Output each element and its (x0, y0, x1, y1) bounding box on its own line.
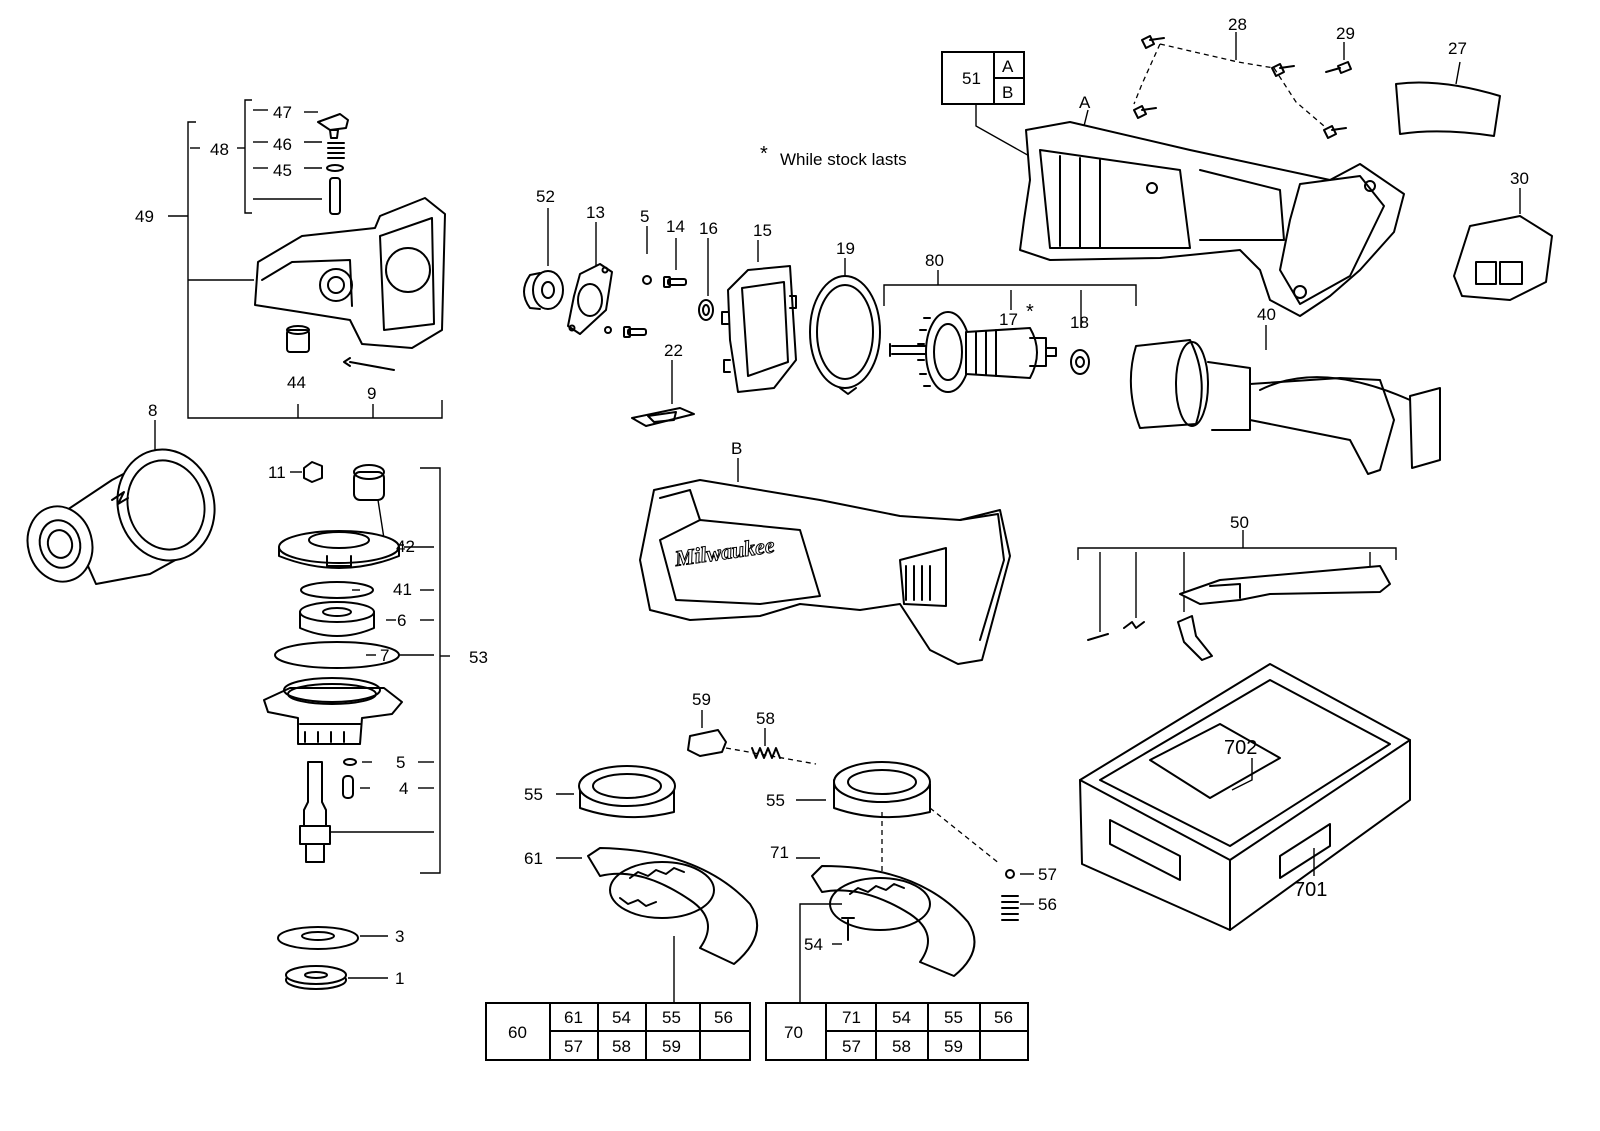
side-handle (26, 420, 216, 585)
label-plate-27 (1395, 61, 1501, 137)
label-29: 29 (1336, 24, 1355, 43)
label-49: 49 (135, 207, 154, 226)
label-13: 13 (586, 203, 605, 222)
guard-assembly-60 (556, 765, 759, 1002)
label-30: 30 (1510, 169, 1529, 188)
label-59: 59 (692, 690, 711, 709)
rotor-assembly (883, 270, 1137, 393)
label-b: B (731, 439, 742, 458)
housing-screws-28 (1133, 32, 1352, 139)
label-5a: 5 (640, 207, 649, 226)
label-58: 58 (756, 709, 775, 728)
label-55b: 55 (766, 791, 785, 810)
kit-60-cell: 56 (714, 1008, 733, 1027)
kit-70-cell: 59 (944, 1037, 963, 1056)
note-star: * (760, 143, 768, 165)
label-4: 4 (399, 779, 408, 798)
label-9: 9 (367, 384, 376, 403)
label-56: 56 (1038, 895, 1057, 914)
label-7: 7 (380, 646, 389, 665)
spindle-assembly (263, 461, 450, 874)
label-42: 42 (396, 537, 415, 556)
label-3: 3 (395, 927, 404, 946)
label-57: 57 (1038, 865, 1057, 884)
label-54: 54 (804, 935, 823, 954)
kit-60-cell: 57 (564, 1037, 583, 1056)
guard-clip-59-spring-58 (687, 710, 817, 765)
label-22: 22 (664, 341, 683, 360)
kit-70-cell: 55 (944, 1008, 963, 1027)
label-11: 11 (268, 463, 286, 482)
kit-60-cell: 54 (612, 1008, 631, 1027)
label-702: 702 (1224, 737, 1257, 759)
note-text: While stock lasts (780, 150, 907, 169)
label-47: 47 (273, 103, 292, 122)
screws-14 (604, 226, 687, 338)
kit-70-cell: 71 (842, 1008, 861, 1027)
paddle-switch-50 (1077, 530, 1397, 661)
kit-70-cell: 54 (892, 1008, 911, 1027)
stator-40 (1129, 325, 1441, 475)
label-18: 18 (1070, 313, 1089, 332)
kit-60-cell: 61 (564, 1008, 583, 1027)
label-71: 71 (770, 843, 789, 862)
housing-half-a (941, 51, 1405, 317)
label-46: 46 (273, 135, 292, 154)
carry-case (1079, 663, 1411, 931)
label-41: 41 (393, 580, 412, 599)
kit-51-id: 51 (962, 69, 981, 88)
label-14: 14 (666, 217, 685, 236)
label-53: 53 (469, 648, 488, 667)
label-17-star: * (1026, 301, 1034, 323)
bearing-52 (523, 208, 564, 310)
kit-60-cell: 55 (662, 1008, 681, 1027)
washer-16 (698, 238, 714, 321)
kit-table-70: 70 71 54 55 56 57 58 59 (765, 1002, 1029, 1061)
label-6: 6 (397, 611, 406, 630)
kit-table-60: 60 61 54 55 56 57 58 59 (485, 1002, 751, 1061)
label-45: 45 (273, 161, 292, 180)
kit-51-a: A (1002, 57, 1014, 76)
label-1: 1 (395, 969, 404, 988)
fan-baffle-15 (721, 240, 797, 393)
guard-assembly-70 (796, 761, 1034, 1002)
end-cover-30 (1453, 188, 1553, 301)
label-19: 19 (836, 239, 855, 258)
housing-half-b: Milwaukee (639, 458, 1011, 665)
label-52: 52 (536, 187, 555, 206)
label-17: 17 (999, 310, 1018, 329)
kit-70-cell: 58 (892, 1037, 911, 1056)
kit-70-cell: 56 (994, 1008, 1013, 1027)
label-27: 27 (1448, 39, 1467, 58)
label-5b: 5 (396, 753, 405, 772)
bearing-plate-13 (567, 222, 613, 335)
gear-case-assembly (168, 99, 446, 419)
label-48: 48 (210, 140, 229, 159)
label-61: 61 (524, 849, 543, 868)
label-40: 40 (1257, 305, 1276, 324)
kit-51-b: B (1002, 83, 1013, 102)
switch-pad-22 (631, 360, 695, 427)
kit-70-cell: 57 (842, 1037, 861, 1056)
label-8: 8 (148, 401, 157, 420)
label-44: 44 (287, 373, 306, 392)
label-15: 15 (753, 221, 772, 240)
ring-19 (809, 258, 881, 395)
label-16: 16 (699, 219, 718, 238)
label-50: 50 (1230, 513, 1249, 532)
label-a: A (1079, 93, 1091, 112)
kit-60-cell: 58 (612, 1037, 631, 1056)
kit-70-id: 70 (784, 1023, 803, 1042)
flange-and-nut (277, 926, 388, 990)
label-80: 80 (925, 251, 944, 270)
kit-60-id: 60 (508, 1023, 527, 1042)
label-28: 28 (1228, 15, 1247, 34)
label-701: 701 (1294, 879, 1327, 901)
kit-60-cell: 59 (662, 1037, 681, 1056)
label-55a: 55 (524, 785, 543, 804)
